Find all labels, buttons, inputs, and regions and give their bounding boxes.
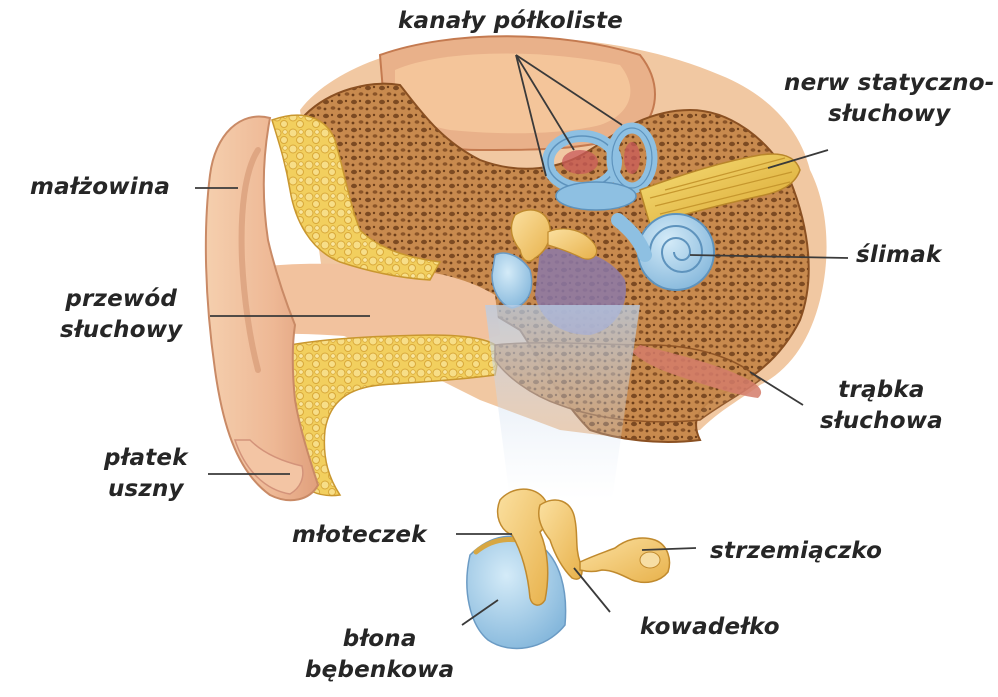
lower-cartilage — [283, 335, 500, 496]
label-vestibulocochlear-nerve: nerw statyczno- słuchowy — [784, 68, 995, 130]
leader-incus — [574, 568, 610, 612]
label-cochlea: ślimak — [856, 240, 941, 271]
label-malleus: młoteczek — [292, 520, 427, 551]
eardrum-detail — [467, 536, 566, 648]
zoom-beam — [485, 305, 640, 500]
label-eustachian-tube: trąbka słuchowa — [820, 375, 943, 437]
label-pinna: małżowina — [30, 172, 170, 203]
stapes-footplate — [640, 552, 660, 568]
label-stapes: strzemiączko — [710, 536, 882, 567]
label-semicircular-canals: kanały półkoliste — [398, 6, 623, 37]
label-incus: kowadełko — [640, 612, 780, 643]
label-earlobe: płatek uszny — [104, 443, 188, 505]
label-tympanic-membrane: błona bębenkowa — [305, 624, 454, 686]
label-ear-canal: przewód słuchowy — [60, 284, 182, 346]
